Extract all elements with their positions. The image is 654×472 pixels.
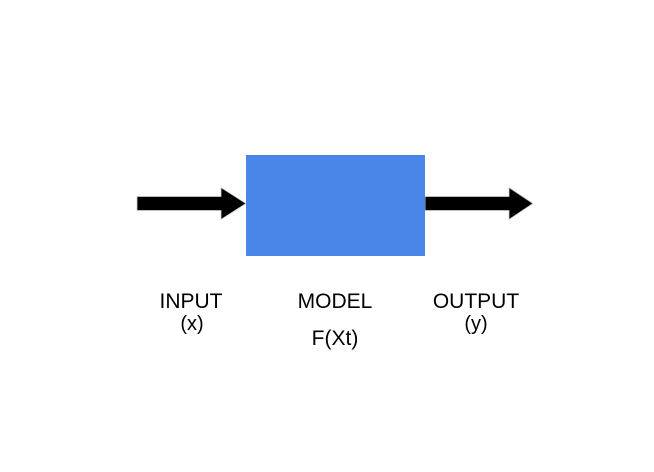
input-variable-label: (x) — [180, 313, 204, 335]
input-label: INPUT — [159, 290, 223, 313]
input-arrow-icon — [136, 186, 247, 221]
model-box — [246, 155, 425, 256]
output-label: OUTPUT — [432, 290, 520, 313]
model-function-label: F(Xt) — [311, 327, 359, 350]
output-variable-label: (y) — [464, 313, 488, 335]
output-arrow-icon — [424, 186, 534, 221]
model-label: MODEL — [297, 290, 373, 313]
